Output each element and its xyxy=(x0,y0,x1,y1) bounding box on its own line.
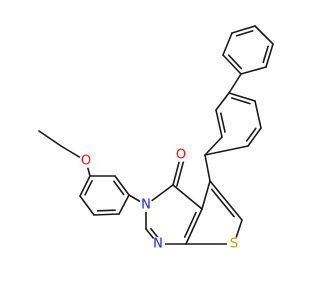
bond-b6-b7 xyxy=(247,127,262,147)
bond-e2-e1 xyxy=(38,130,62,147)
atom-n1: N xyxy=(151,237,165,252)
bond-t3-t4 xyxy=(231,25,256,34)
bond-b1-b2 xyxy=(204,136,223,156)
atom-sulfur: S xyxy=(227,237,241,252)
bond-b6-b7-inner xyxy=(245,127,257,142)
bond-t3-t4-inner xyxy=(235,30,254,37)
molecule-diagram: O N N O S xyxy=(38,25,274,252)
bond-c7a-c4a-inner xyxy=(183,211,197,238)
bond-c4a-c5 xyxy=(201,180,211,210)
structure-drawing: O N N O S xyxy=(38,25,274,252)
atom-label-sulfur: S xyxy=(230,237,238,252)
bond-c5-b1 xyxy=(204,154,211,182)
bond-t4-t5 xyxy=(254,25,274,45)
atom-labels-layer: O N N O S xyxy=(79,148,241,252)
atom-n3: N xyxy=(139,198,153,213)
bond-b4-b5 xyxy=(228,92,256,102)
bond-b2-b3-inner xyxy=(220,112,226,133)
bond-t1-t2 xyxy=(222,54,242,75)
bond-p1-p2 xyxy=(79,175,91,197)
bond-p2-p3 xyxy=(79,195,95,216)
bond-t6-t1 xyxy=(240,66,267,75)
bond-b2-b3 xyxy=(215,109,223,138)
bond-t5-t6-inner xyxy=(262,45,269,64)
bond-p1-p2-inner xyxy=(84,179,93,196)
bond-c4a-c4 xyxy=(172,184,203,210)
bond-p3-p4-inner xyxy=(96,209,116,212)
bond-p5-p6 xyxy=(114,175,130,196)
bond-b5-b6 xyxy=(254,100,262,129)
bond-t5-t6 xyxy=(265,43,274,68)
bond-b7-b1 xyxy=(204,145,249,156)
atom-label-ether-oxygen: O xyxy=(81,154,91,169)
bond-b4-t1 xyxy=(228,73,242,94)
bond-b4-b5-inner xyxy=(230,97,251,105)
bond-p3-p4 xyxy=(93,213,120,216)
bonds-layer xyxy=(38,25,274,245)
atom-label-n1: N xyxy=(153,237,163,252)
bond-t1-t2-inner xyxy=(227,54,243,70)
atom-ether-oxygen: O xyxy=(79,154,93,169)
bond-p4-p5 xyxy=(118,194,130,215)
atom-carbonyl-oxygen: O xyxy=(174,148,188,163)
atom-label-carbonyl-oxygen: O xyxy=(176,148,186,163)
bond-b3-b4 xyxy=(215,92,230,111)
bond-c7a-c4a xyxy=(185,208,203,245)
bond-c5-c6-inner xyxy=(210,188,235,218)
bond-p5-p6-inner xyxy=(113,180,125,196)
atom-label-n3: N xyxy=(141,198,151,213)
bond-c5-c6 xyxy=(209,180,243,221)
bond-t2-t3 xyxy=(222,32,233,56)
